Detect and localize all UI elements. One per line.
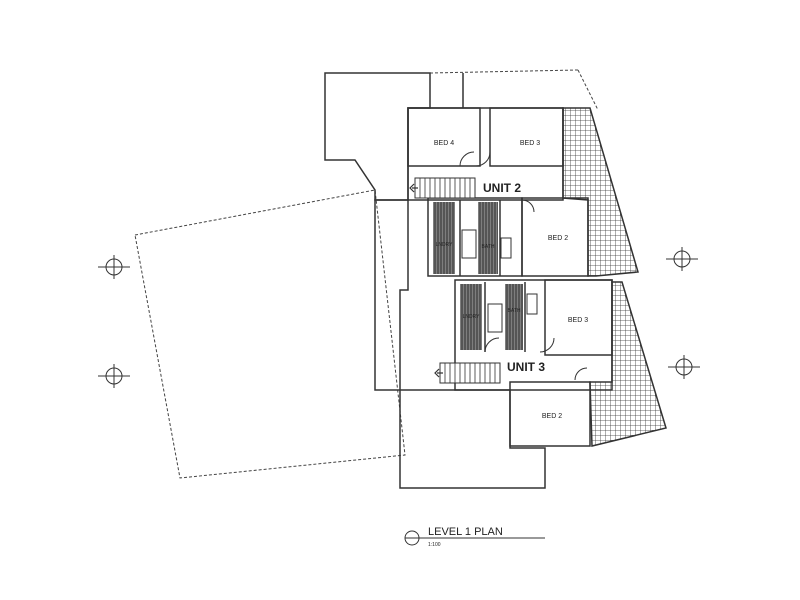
unit-2-bath-strip [478, 202, 498, 274]
section-markers [98, 247, 700, 388]
unit-2-stairs [409, 177, 476, 199]
unit-2-bathtub [461, 229, 477, 259]
unit-2-bath-label: BATH [482, 244, 495, 250]
plan-title: LEVEL 1 PLAN [428, 526, 503, 538]
unit-3-stairs [434, 362, 501, 384]
unit-3-doors [484, 337, 588, 381]
title-block: LEVEL 1 PLAN 1:100 [404, 526, 545, 548]
unit-3-laundry-strip [460, 284, 482, 350]
unit-2-laundry-label: LNDRY [436, 242, 454, 248]
balcony-lower [589, 281, 667, 447]
unit-2-block [407, 107, 589, 277]
unit-3-laundry-label: LNDRY [463, 314, 481, 320]
balcony-upper [562, 107, 639, 277]
unit-3-bed-2-label: BED 2 [542, 413, 562, 420]
unit-2-laundry-strip [433, 202, 455, 274]
unit-3-bed-3-label: BED 3 [568, 317, 588, 324]
unit-3-bathtub [487, 303, 503, 333]
unit-2-doors [459, 151, 535, 213]
unit-3-label: UNIT 3 [507, 360, 545, 374]
unit-3-bath-label: BATH [508, 308, 521, 314]
plan-scale: 1:100 [428, 542, 441, 548]
unit-2-bed-3-label: BED 3 [520, 140, 540, 147]
unit-2-fixture [500, 237, 512, 259]
unit-3-bath-strip [505, 284, 523, 350]
unit-2-label: UNIT 2 [483, 181, 521, 195]
site-boundary-dashed [134, 69, 599, 479]
unit-2-bed-4-label: BED 4 [434, 140, 454, 147]
unit-2-bed-2-label: BED 2 [548, 235, 568, 242]
unit-3-fixture [526, 293, 538, 315]
